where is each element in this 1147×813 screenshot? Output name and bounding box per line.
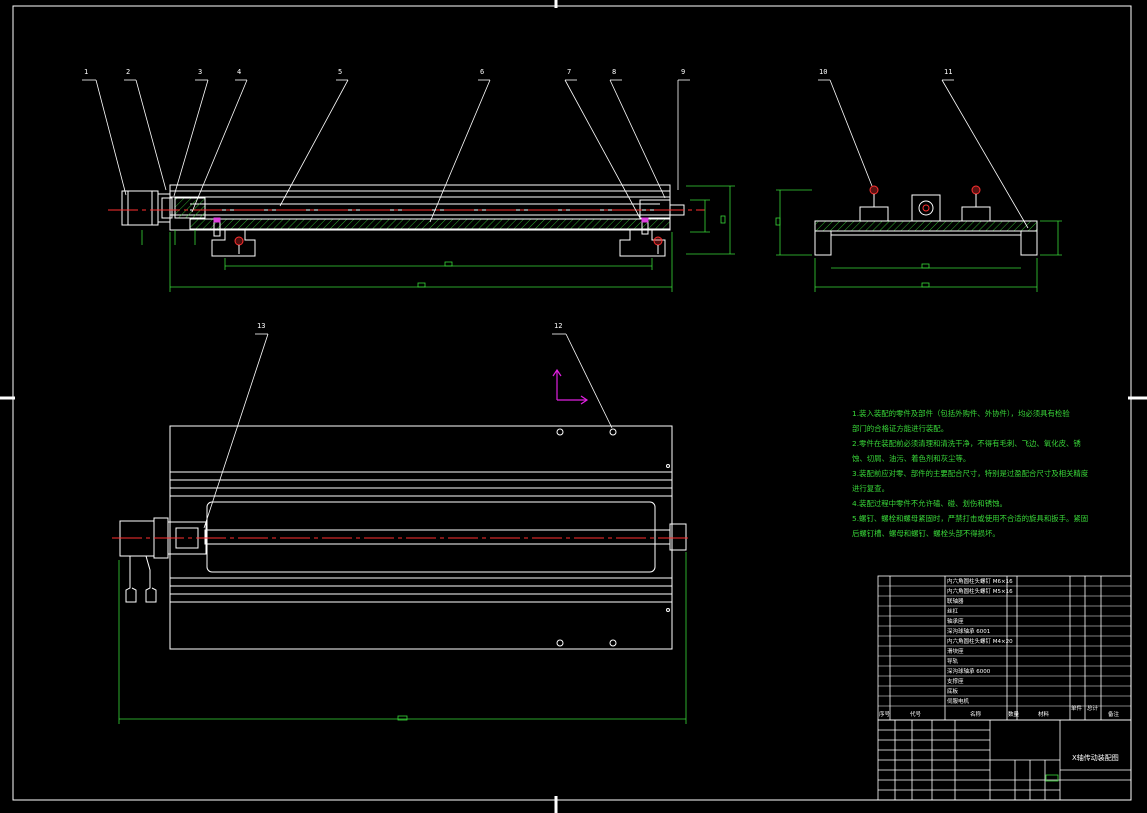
note-line: 4.装配过程中零件不允许磕、碰、划伤和锈蚀。 [852, 499, 1007, 508]
side-rail-right [961, 206, 991, 222]
bom-row: 深沟球轴承 6001 [947, 629, 991, 635]
part-label-1: 1 [84, 68, 89, 76]
front-dimensions [141, 185, 735, 292]
note-line: 3.装配前应对零、部件的主要配合尺寸，特别是过盈配合尺寸及相关精度 [852, 469, 1089, 478]
bom-header-cell: 代号 [910, 712, 922, 718]
note-line: 1.装入装配的零件及部件（包括外购件、外协件），均必须具有检验 [852, 409, 1070, 418]
ucs-axis-icon [552, 368, 589, 405]
side-base-section [814, 220, 1038, 232]
bom-row: 导轨 [947, 659, 959, 665]
part-label-3: 3 [198, 68, 203, 76]
bom-header-cell: 总计 [1087, 706, 1099, 712]
part-label-5: 5 [338, 68, 343, 76]
bom-row: 支撑座 [947, 679, 964, 685]
part-label-4: 4 [237, 68, 242, 76]
part-label-7: 7 [567, 68, 572, 76]
bom-header-cell: 序号 [879, 712, 891, 718]
bom-row: 内六角圆柱头螺钉 M6×16 [947, 579, 1013, 585]
bom-row: 深沟球轴承 6000 [947, 669, 991, 675]
bom-header-cell: 名称 [970, 712, 982, 718]
part-label-2: 2 [126, 68, 131, 76]
front-view [121, 184, 685, 257]
bom-header-cell: 单件 [1071, 706, 1083, 712]
bom-header-cell: 备注 [1108, 712, 1120, 718]
bom-row: 滑块座 [947, 649, 964, 655]
side-view [814, 185, 1038, 256]
bom-row: 内六角圆柱头螺钉 M4×20 [947, 639, 1013, 645]
end-bearing-top [669, 523, 687, 551]
part-label-13: 13 [257, 322, 266, 330]
bom-header-cell: 材料 [1038, 712, 1050, 718]
part-label-12: 12 [554, 322, 563, 330]
technical-requirements: 1.装入装配的零件及部件（包括外购件、外协件），均必须具有检验 部门的合格证方能… [852, 406, 1092, 541]
bom-table-grid [877, 575, 1132, 721]
note-line: 蚀、切屑、油污、着色剂和灰尘等。 [852, 454, 971, 463]
servo-motor-front [121, 190, 159, 226]
part-label-9: 9 [681, 68, 686, 76]
side-bearing-support [911, 194, 941, 222]
support-foot-left [211, 230, 256, 257]
bom-header-cell: 数量 [1008, 712, 1020, 718]
side-rail-left [859, 206, 889, 222]
drawing-title: X轴传动装配图 [1072, 754, 1119, 762]
bom-row: 轴承座 [947, 619, 964, 625]
note-line: 部门的合格证方能进行装配。 [852, 424, 949, 433]
top-dimensions [118, 552, 687, 724]
title-block-grid [877, 719, 1132, 801]
part-label-8: 8 [612, 68, 617, 76]
part-label-6: 6 [480, 68, 485, 76]
bom-row: 伺服电机 [947, 699, 970, 705]
base-plate-section [189, 218, 671, 230]
part-label-11: 11 [944, 68, 953, 76]
bom-row-lines [878, 585, 1131, 707]
note-line: 2.零件在装配前必须清理和清洗干净，不得有毛刺、飞边、氧化皮、锈 [852, 439, 1081, 448]
part-label-10: 10 [819, 68, 828, 76]
note-line: 5.螺钉、螺栓和螺母紧固时，严禁打击或使用不合适的旋具和扳手。紧固 [852, 514, 1089, 523]
note-line: 后螺钉槽、螺母和螺钉、螺栓头部不得损坏。 [852, 529, 1000, 538]
bom-row: 联轴器 [947, 599, 964, 605]
side-dimensions [775, 189, 1062, 292]
screw-channel-top [206, 501, 656, 573]
bom-row: 内六角圆柱头螺钉 M5×16 [947, 589, 1013, 595]
leader-lines [82, 79, 1029, 529]
bom-row: 底板 [947, 689, 959, 695]
bom-row: 丝杠 [947, 609, 959, 615]
bearing-seat-left [174, 197, 206, 219]
note-line: 进行复查。 [852, 484, 889, 493]
